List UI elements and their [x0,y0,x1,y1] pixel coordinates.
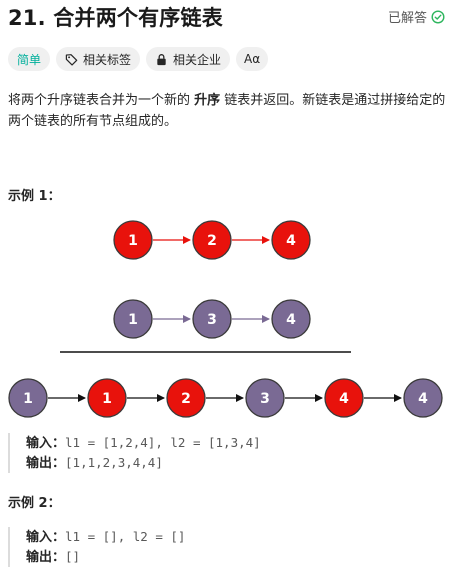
node-value: 2 [207,233,217,249]
list1-node: 2 [192,220,232,260]
node-value: 1 [23,391,33,407]
output-label: 输出： [26,550,66,565]
problem-description: 将两个升序链表合并为一个新的 升序 链表并返回。新链表是通过拼接给定的两个链表的… [8,90,450,132]
node-value: 4 [286,312,296,328]
description-bold: 升序 [194,93,221,108]
description-part1: 将两个升序链表合并为一个新的 [8,93,195,108]
output-label: 输出： [26,456,66,471]
lock-icon [157,53,166,65]
problem-title: 21. 合并两个有序链表 [8,6,223,30]
node-value: 4 [418,391,428,407]
example1-diagram: 1 2 4 1 3 4 1 1 2 3 4 4 [8,220,443,418]
example2-title: 示例 2： [8,496,61,511]
font-toggle-button[interactable]: Aα [236,47,269,71]
difficulty-label: 简单 [17,52,42,67]
check-circle-icon [431,9,445,24]
node-value: 1 [128,233,138,249]
example1-output-row: 输出：[1,1,2,3,4,4] [26,453,261,473]
input-label: 输入： [26,530,66,545]
related-companies-label: 相关企业 [173,52,222,67]
output-value: [1,1,2,3,4,4] [65,455,163,470]
node-value: 4 [286,233,296,249]
example1-title: 示例 1： [8,189,61,204]
related-tags-label: 相关标签 [83,52,132,67]
solved-status: 已解答 [388,7,445,26]
list2-node: 1 [113,299,153,339]
node-value: 3 [260,391,270,407]
output-value: [] [65,549,81,564]
font-toggle-icon: Aα [244,52,261,66]
list2-node: 3 [192,299,232,339]
list2-node: 4 [271,299,311,339]
merged-node: 4 [403,378,443,418]
node-value: 1 [102,391,112,407]
tag-icon [65,53,78,66]
node-value: 2 [181,391,191,407]
related-companies-button[interactable]: 相关企业 [146,47,231,71]
input-label: 输入： [26,436,66,451]
list1-node: 4 [271,220,311,260]
example1-io: 输入：l1 = [1,2,4], l2 = [1,3,4] 输出：[1,1,2,… [8,433,261,473]
merged-node: 4 [324,378,364,418]
example2-input-row: 输入：l1 = [], l2 = [] [26,527,185,547]
description-part2: 链表并返回。新链表是通过拼接给定的两个链表的所有节点组成的。 [8,93,446,129]
node-value: 1 [128,312,138,328]
example2-io: 输入：l1 = [], l2 = [] 输出：[] [8,527,185,567]
node-value: 3 [207,312,217,328]
tag-bar: 简单 相关标签 相关企业 Aα [8,47,269,71]
list1-node: 1 [113,220,153,260]
node-value: 4 [339,391,349,407]
merged-node: 1 [8,378,48,418]
solved-label: 已解答 [387,11,427,26]
merged-node: 2 [166,378,206,418]
example2-output-row: 输出：[] [26,547,185,567]
merged-node: 1 [87,378,127,418]
input-value: l1 = [], l2 = [] [65,529,186,544]
input-value: l1 = [1,2,4], l2 = [1,3,4] [65,435,261,450]
example1-input-row: 输入：l1 = [1,2,4], l2 = [1,3,4] [26,433,261,453]
difficulty-badge[interactable]: 简单 [8,47,51,71]
merged-node: 3 [245,378,285,418]
related-tags-button[interactable]: 相关标签 [56,47,141,71]
